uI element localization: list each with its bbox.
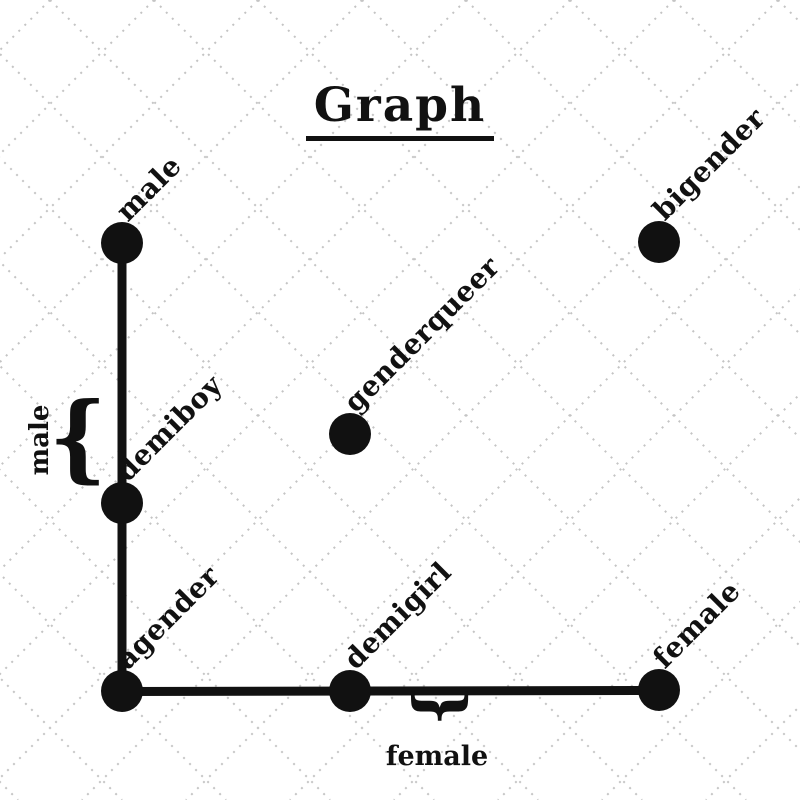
node-label-demiboy: demiboy (109, 368, 229, 488)
bottom-brace-icon: { (400, 686, 473, 726)
edge-agender-female (121, 685, 660, 696)
node-dot-female (638, 669, 680, 711)
node-label-demigirl: demigirl (337, 555, 458, 676)
node-label-bigender: bigender (646, 101, 772, 227)
node-dot-genderqueer (329, 413, 371, 455)
page-title: Graph (305, 78, 495, 141)
node-dot-male (101, 222, 143, 264)
node-label-agender: agender (109, 559, 226, 676)
left-brace-icon: { (48, 381, 107, 493)
node-dot-demigirl (329, 670, 371, 712)
title-wrap: Graph (0, 78, 800, 141)
node-dot-demiboy (101, 482, 143, 524)
bottom-brace-label: female (385, 741, 489, 772)
node-dot-bigender (638, 221, 680, 263)
node-dot-agender (101, 670, 143, 712)
node-label-female: female (646, 574, 747, 675)
node-label-male: male (109, 149, 189, 228)
left-brace-label: male (25, 404, 55, 476)
node-label-genderqueer: genderqueer (337, 249, 507, 419)
